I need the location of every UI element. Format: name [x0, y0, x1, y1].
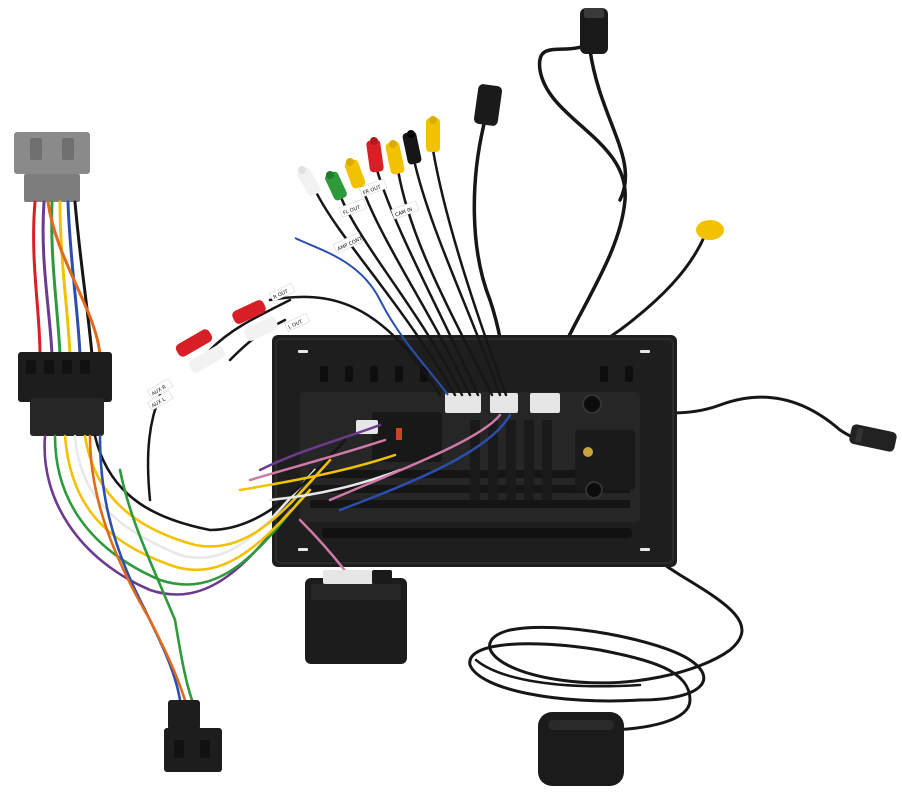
tag-amp-cont: AMP CONT	[332, 232, 364, 254]
head-unit-back-panel	[272, 335, 677, 567]
tag-l-out: L OUT	[284, 312, 311, 332]
gps-antenna-highlight	[548, 720, 614, 730]
harness-wires-lower	[43, 434, 347, 702]
svg-text:AUX L: AUX L	[151, 397, 167, 410]
blue-wire-top	[294, 237, 449, 396]
harness-connector-middle	[18, 352, 112, 436]
panel-side-wires	[238, 413, 512, 578]
harness-wires-upper	[32, 200, 102, 357]
gps-antenna-cable	[468, 488, 744, 732]
antenna-plug-grip	[854, 427, 864, 443]
rca-plugs-left	[175, 300, 278, 373]
svg-text:CAM IN: CAM IN	[394, 207, 413, 219]
antenna-jack	[582, 394, 602, 414]
usb-plug-long-tip	[584, 8, 604, 18]
harness-connector-bottom	[164, 700, 222, 772]
gps-antenna	[538, 712, 624, 786]
tag-cam-in: CAM IN	[390, 200, 420, 220]
can-bus-module	[305, 570, 407, 664]
fuse	[396, 428, 402, 440]
connector-block-1	[445, 393, 481, 413]
usb-plug-short	[473, 84, 503, 126]
harness-connector-top	[14, 132, 90, 202]
rca-plugs-top	[297, 116, 440, 201]
camera-yellow-plug	[696, 220, 724, 240]
gps-jack	[585, 481, 603, 499]
usb-plug-long	[580, 8, 608, 54]
connector-block-2	[490, 393, 518, 413]
connector-block-3	[530, 393, 560, 413]
